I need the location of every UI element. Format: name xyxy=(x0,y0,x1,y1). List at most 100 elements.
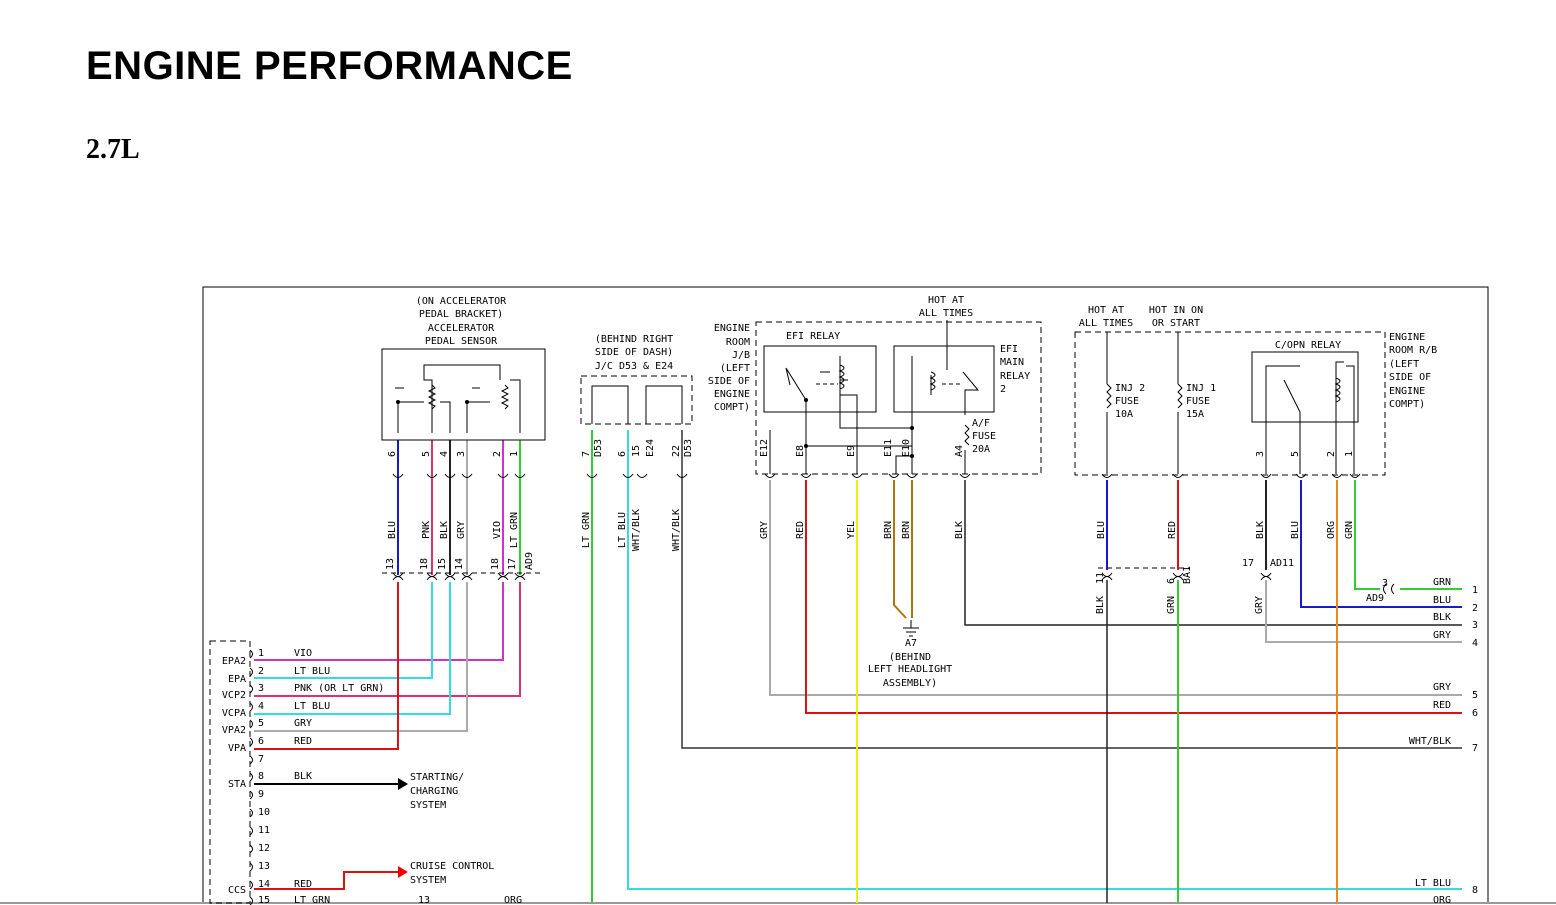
ecm-pin-8: 9 xyxy=(258,789,264,800)
engine-room-jb xyxy=(755,321,1042,475)
inline-connector-mark xyxy=(497,572,509,581)
ecm-terminal-mark xyxy=(249,790,253,800)
jb-junction-1 xyxy=(804,444,808,448)
top-wire-17: BRN xyxy=(901,521,912,539)
pedal-junction-1 xyxy=(396,400,400,404)
terminal-mark xyxy=(497,473,509,478)
ecm-pin-5: 6 xyxy=(258,736,264,747)
wire-blk-a4 xyxy=(964,480,1462,626)
top-pin-22: 5 xyxy=(1290,451,1301,457)
ad9-pin-2: 15 xyxy=(437,558,448,570)
ecm-name-4: VPA2 xyxy=(222,725,246,736)
wire-brn-e11 xyxy=(893,480,907,619)
af-fuse-3: 20A xyxy=(972,444,990,455)
top-pin-7: D53 xyxy=(593,439,604,457)
top-pin-18: A4 xyxy=(954,445,965,457)
efi-relay xyxy=(763,345,877,413)
top-wire-8: LT BLU xyxy=(617,512,628,548)
ecm-wire-7: BLK xyxy=(294,771,312,782)
ecm-pin-1: 2 xyxy=(258,666,264,677)
ground-a7: A7 xyxy=(905,638,917,649)
ecm-terminal-mark xyxy=(249,719,253,729)
ecm-terminal-mark xyxy=(249,896,253,905)
inline-connector-mark xyxy=(461,572,473,581)
terminal-mark xyxy=(906,473,918,478)
top-wire-4: VIO xyxy=(492,521,503,539)
starting-system-1: STARTING/ xyxy=(410,772,464,783)
rb-label-4: SIDE OF xyxy=(1389,372,1431,383)
wire-ltblu-ecm4 xyxy=(254,582,451,715)
top-wire-5: LT GRN xyxy=(509,512,520,548)
ecm-name-7: CCS xyxy=(228,885,246,896)
starting-system-3: SYSTEM xyxy=(410,800,446,811)
copn-relay xyxy=(1251,351,1359,423)
ground-loc-2: LEFT HEADLIGHT xyxy=(868,664,952,675)
terminal-mark xyxy=(1172,473,1184,478)
right-pin-7: 8 xyxy=(1472,885,1478,896)
ecm-name-3: VCPA xyxy=(222,708,246,719)
top-pin-16: E11 xyxy=(883,439,894,457)
ecm-pin-9: 10 xyxy=(258,807,270,818)
starting-system-arrow xyxy=(398,778,408,790)
inj1-fuse-1: INJ 1 xyxy=(1186,383,1216,394)
ecm-pin-0: 1 xyxy=(258,648,264,659)
right-wire-0: GRN xyxy=(1433,577,1451,588)
pedal-sensor-internals xyxy=(395,364,521,433)
inj2-fuse-2: FUSE xyxy=(1115,396,1139,407)
wire-gry-ad11 xyxy=(1265,580,1462,643)
bottom-wire: ORG xyxy=(504,895,522,905)
top-pin-5: 1 xyxy=(509,451,520,457)
top-wire-1: PNK xyxy=(421,521,432,539)
inline-connector-mark xyxy=(392,572,404,581)
hot-in-on-1: HOT IN ON xyxy=(1149,305,1203,316)
inline-connector-mark xyxy=(1260,572,1272,581)
terminal-mark xyxy=(676,473,688,478)
top-wire-13: GRY xyxy=(759,521,770,539)
inj2-fuse-3: 10A xyxy=(1115,409,1133,420)
top-wire-22: BLU xyxy=(1290,521,1301,539)
wire-whtblk-jc22 xyxy=(681,430,1462,749)
ecm-pin-2: 3 xyxy=(258,683,264,694)
efi-main-label-4: 2 xyxy=(1000,384,1006,395)
pedal-potentiometer-1 xyxy=(427,384,437,410)
ad11-name: AD11 xyxy=(1270,558,1294,569)
ecm-name-2: VCP2 xyxy=(222,690,246,701)
ecm-wire-2: PNK (OR LT GRN) xyxy=(294,683,384,694)
jc-location-2: SIDE OF DASH) xyxy=(595,347,673,358)
ecm-terminal-mark xyxy=(249,667,253,677)
wires xyxy=(254,430,1462,903)
accelerator-pedal-sensor xyxy=(381,348,546,441)
ba1-wire-2: GRN xyxy=(1166,596,1177,614)
terminal-mark xyxy=(764,473,776,478)
jb-label-2: ROOM xyxy=(726,337,750,348)
right-wire-1: BLU xyxy=(1433,595,1451,606)
inline-connector-mark xyxy=(426,572,438,581)
jb-label-3: J/B xyxy=(732,350,750,361)
top-wire-20: RED xyxy=(1167,521,1178,539)
ecm-pin-10: 11 xyxy=(258,825,270,836)
top-pin-21: 3 xyxy=(1255,451,1266,457)
right-wire-7: LT BLU xyxy=(1415,878,1451,889)
ba1-pin-a: 11 xyxy=(1095,572,1106,584)
starting-system-2: CHARGING xyxy=(410,786,458,797)
top-wire-15: YEL xyxy=(846,521,857,539)
ecm-pin-14: 15 xyxy=(258,895,270,905)
wire-gry-ecm5 xyxy=(254,582,468,732)
app-location-1: (ON ACCELERATOR xyxy=(416,296,507,307)
ecm-wire-14: LT GRN xyxy=(294,895,330,905)
page-subtitle: 2.7L xyxy=(86,134,140,165)
ba1-pin-b: 6 xyxy=(1166,578,1177,584)
hot-at-all-times-2: HOT AT xyxy=(1088,305,1124,316)
terminal-mark xyxy=(444,473,456,478)
terminal-mark xyxy=(959,473,971,478)
right-pin-4: 5 xyxy=(1472,690,1478,701)
wire-gry-e12 xyxy=(769,480,1462,696)
efi-relay-label: EFI RELAY xyxy=(786,331,840,342)
efi-main-label-1: EFI xyxy=(1000,344,1018,355)
right-pin-5: 6 xyxy=(1472,708,1478,719)
bottom-pin: 13 xyxy=(418,895,430,905)
top-pin-15: E9 xyxy=(846,445,857,457)
ecm-wire-3: LT BLU xyxy=(294,701,330,712)
right-pin-3: 4 xyxy=(1472,638,1478,649)
